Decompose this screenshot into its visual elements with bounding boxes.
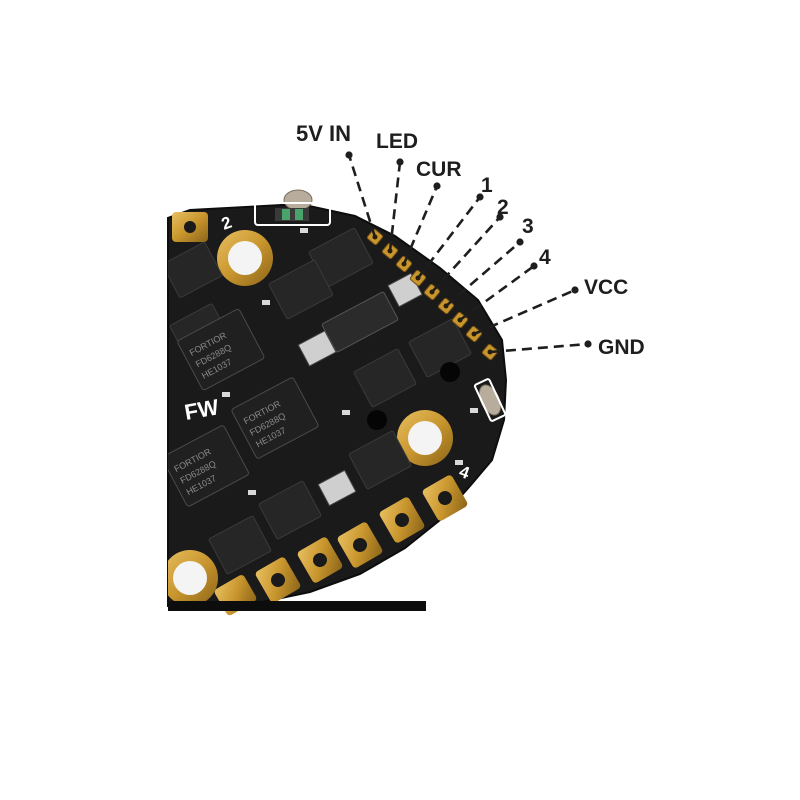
- driver-chip-1: FORTIOR FD6288Q HE1037: [177, 308, 265, 391]
- leader-dot-gnd: [584, 340, 592, 348]
- leader-dot-vcc: [571, 286, 579, 294]
- pin-label-5v-in: 5V IN: [296, 121, 351, 146]
- motor-pads: [214, 475, 468, 616]
- pin-label-gnd: GND: [598, 336, 645, 359]
- scale-bar: [168, 601, 426, 611]
- leader-line-motor-1: [416, 196, 482, 279]
- leader-line-motor-2: [431, 216, 501, 293]
- leader-dot-motor-3: [516, 238, 524, 246]
- leader-line-motor-3: [445, 241, 521, 307]
- pin-label-motor-1: 1: [481, 174, 493, 197]
- mosfet-chips: [168, 227, 472, 575]
- pin-label-vcc: VCC: [584, 276, 628, 299]
- pin-label-motor-3: 3: [522, 215, 534, 238]
- pin-label-cur: CUR: [416, 158, 462, 181]
- leader-line-cur: [402, 185, 439, 265]
- pin-label-led: LED: [376, 130, 418, 153]
- mounting-hole-bottom-left: [168, 550, 218, 606]
- pin-label-motor-4: 4: [539, 246, 551, 269]
- leader-line-vcc: [473, 288, 576, 336]
- leader-dot-cur: [433, 182, 441, 190]
- mounting-hole-bottom-right: [397, 410, 453, 466]
- silkscreen-logo: FW: [183, 394, 221, 425]
- leader-dot-motor-4: [530, 262, 538, 270]
- side-led: [473, 378, 507, 422]
- capacitors: [297, 272, 423, 507]
- test-pad: [440, 362, 460, 382]
- leader-line-gnd: [489, 342, 589, 354]
- resistors: [222, 228, 478, 495]
- pin-label-motor-2: 2: [497, 196, 509, 219]
- esc-board: FORTIOR FD6288Q HE1037 FORTIOR FD6288Q H…: [167, 189, 508, 616]
- leader-dot-motor-2: [496, 213, 504, 221]
- board-outline: [167, 202, 508, 608]
- driver-chip-2: FORTIOR FD6288Q HE1037: [231, 377, 319, 459]
- leader-dot-led: [396, 158, 404, 166]
- status-led: [254, 189, 331, 226]
- leader-line-5v-in: [347, 154, 377, 238]
- driver-chip-3: FORTIOR FD6288Q HE1037: [168, 425, 249, 507]
- mounting-hole-top: [217, 230, 273, 286]
- test-pad: [367, 410, 387, 430]
- pin-leader-lines: [345, 151, 592, 354]
- leader-dot-5v-in: [345, 151, 353, 159]
- leader-dot-motor-1: [476, 193, 484, 201]
